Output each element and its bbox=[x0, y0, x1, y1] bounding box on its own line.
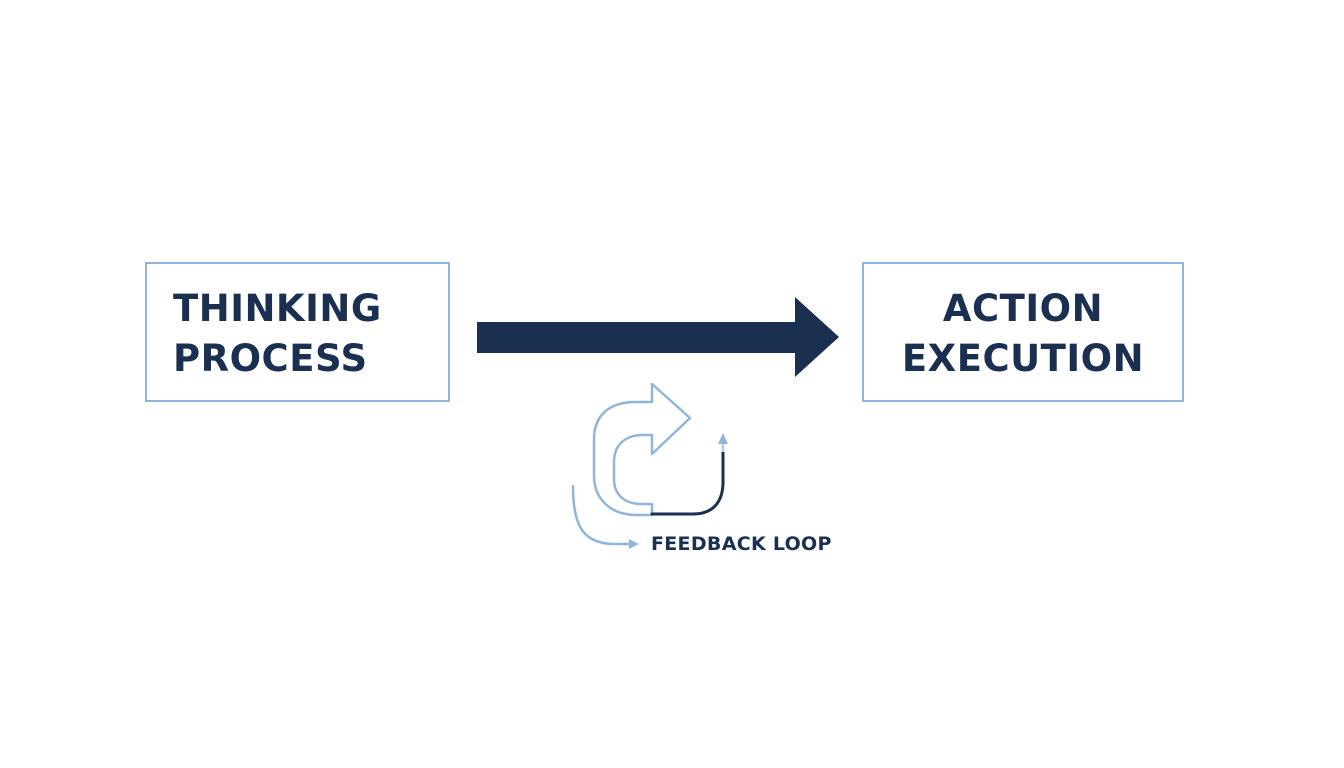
thinking-process-label-line-2: PROCESS bbox=[173, 337, 368, 380]
action-execution-box: ACTION EXECUTION bbox=[862, 262, 1184, 402]
action-execution-label-line-1: ACTION bbox=[942, 287, 1104, 330]
feedback-loop-icon bbox=[571, 382, 728, 549]
thinking-process-label-line-1: THINKING bbox=[173, 287, 382, 330]
thinking-process-box: THINKING PROCESS bbox=[145, 262, 450, 402]
feedback-loop-label: FEEDBACK LOOP bbox=[651, 533, 832, 555]
action-execution-label-line-2: EXECUTION bbox=[901, 337, 1145, 380]
forward-arrow-icon bbox=[477, 297, 839, 377]
